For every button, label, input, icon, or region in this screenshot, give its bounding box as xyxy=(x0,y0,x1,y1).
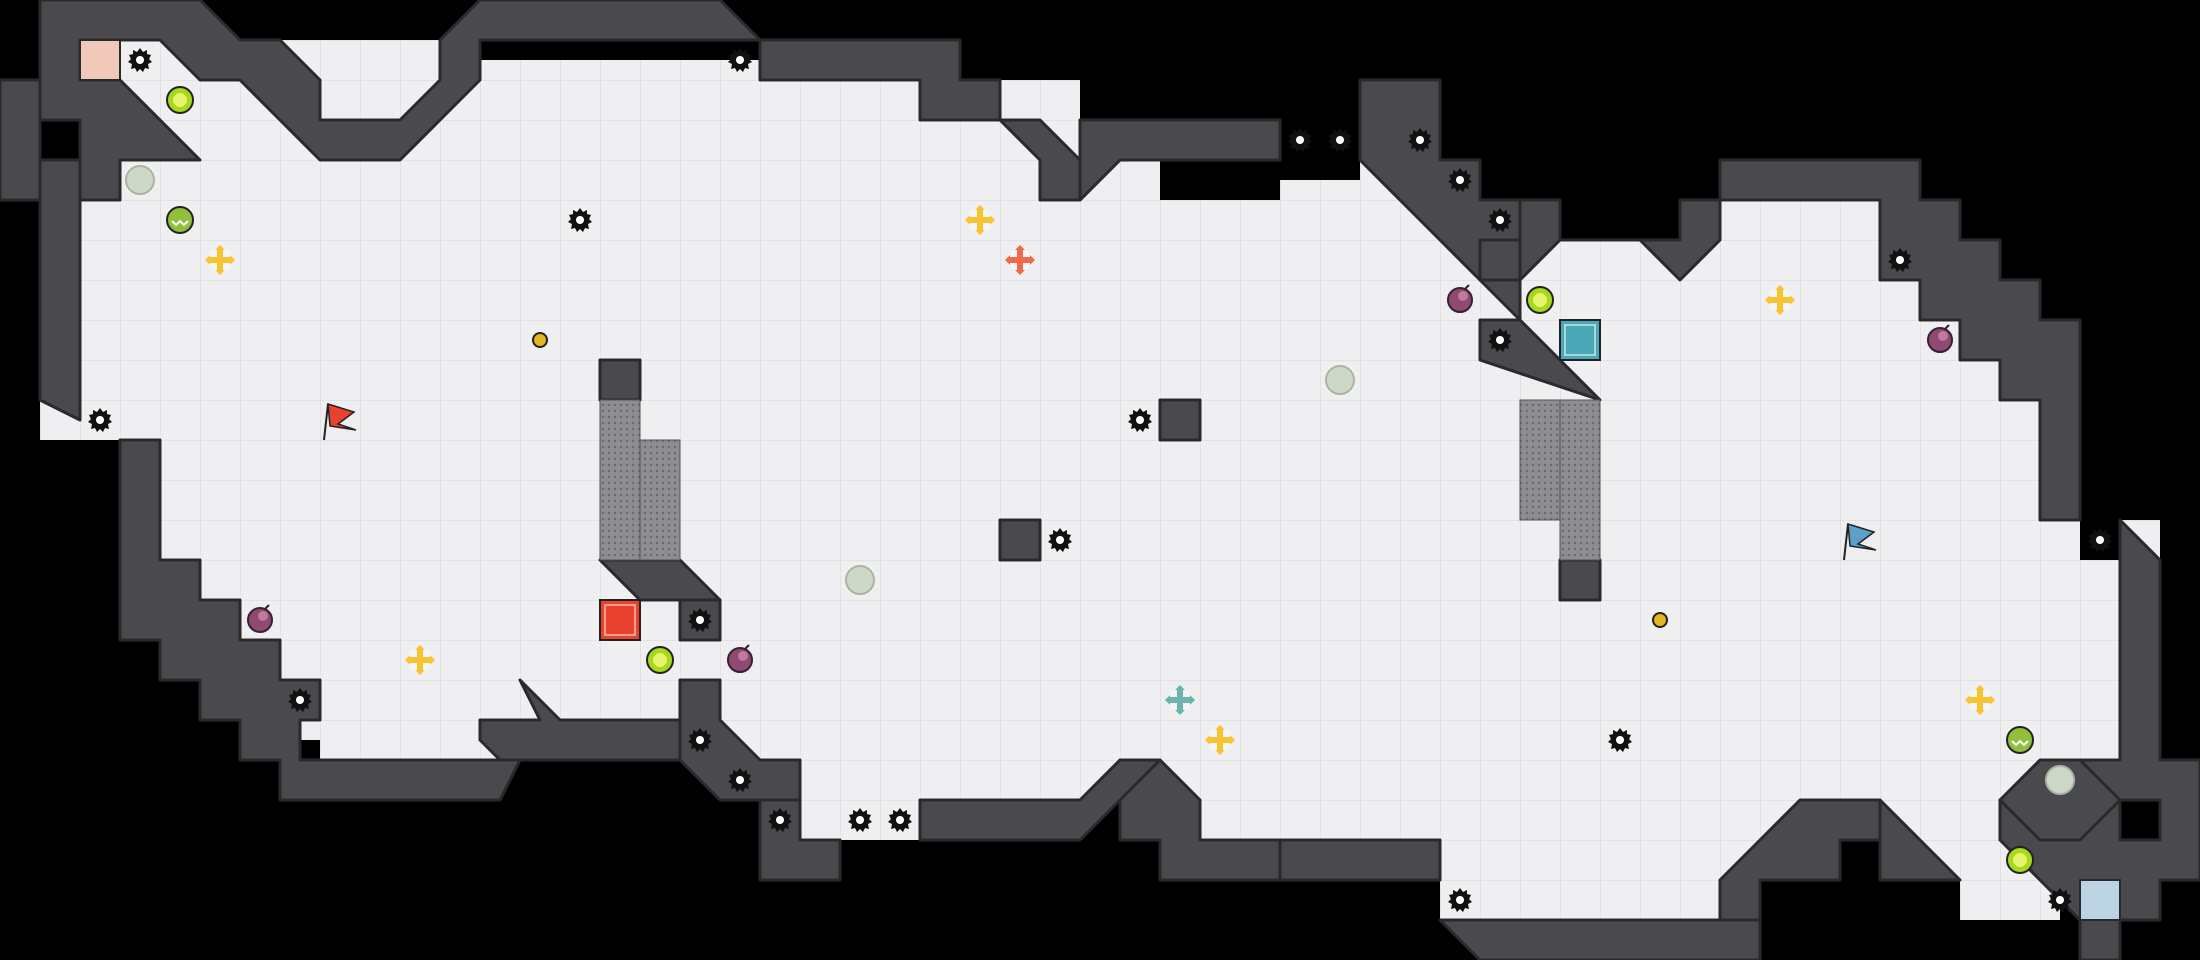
blue-flag-icon xyxy=(1843,522,1877,561)
powerup-icon xyxy=(166,86,194,114)
red-endzone xyxy=(79,39,121,81)
spike-icon xyxy=(1328,128,1352,152)
gate-right xyxy=(1519,399,1601,561)
spike-icon xyxy=(1288,128,1312,152)
powerup-icon xyxy=(2006,846,2034,874)
powerup-icon xyxy=(1526,286,1554,314)
red-flag-icon xyxy=(323,402,357,441)
mars-ball-icon xyxy=(166,206,194,234)
portal-square-right xyxy=(2118,798,2162,842)
portal-icon xyxy=(125,165,155,195)
floor xyxy=(40,40,2160,920)
spike-icon xyxy=(2088,528,2112,552)
portal-icon xyxy=(2045,765,2075,795)
red-team-tile xyxy=(599,599,641,641)
button-icon xyxy=(1652,612,1668,628)
portal-icon xyxy=(1325,365,1355,395)
mars-ball-icon xyxy=(2006,726,2034,754)
gate-left xyxy=(599,399,681,561)
portal-square-left xyxy=(38,118,82,162)
spike-icon xyxy=(728,48,752,72)
button-icon xyxy=(532,332,548,348)
portal-icon xyxy=(845,565,875,595)
powerup-icon xyxy=(646,646,674,674)
blue-team-tile xyxy=(1559,319,1601,361)
blue-endzone xyxy=(2079,879,2121,921)
